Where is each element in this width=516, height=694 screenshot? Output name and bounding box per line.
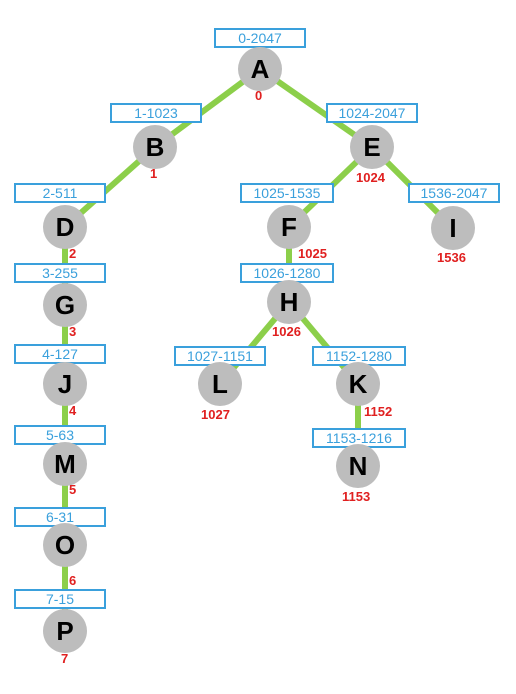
node-o: O xyxy=(43,523,87,567)
node-e: E xyxy=(350,125,394,169)
index-label-f: 1025 xyxy=(298,246,327,261)
node-p: P xyxy=(43,609,87,653)
range-label-f: 1025-1535 xyxy=(240,183,334,203)
node-m: M xyxy=(43,442,87,486)
index-label-b: 1 xyxy=(150,166,158,181)
range-label-i: 1536-2047 xyxy=(408,183,500,203)
index-label-k: 1152 xyxy=(364,404,393,419)
index-label-a: 0 xyxy=(255,88,263,103)
node-k: K xyxy=(336,362,380,406)
range-label-n: 1153-1216 xyxy=(312,428,406,448)
index-label-g: 3 xyxy=(69,324,77,339)
index-label-o: 6 xyxy=(69,573,77,588)
range-label-p: 7-15 xyxy=(14,589,106,609)
node-i: I xyxy=(431,206,475,250)
node-f: F xyxy=(267,205,311,249)
range-label-g: 3-255 xyxy=(14,263,106,283)
index-label-p: 7 xyxy=(61,651,69,666)
range-label-d: 2-511 xyxy=(14,183,106,203)
index-label-i: 1536 xyxy=(437,250,466,265)
node-a: A xyxy=(238,47,282,91)
node-j: J xyxy=(43,362,87,406)
index-label-j: 4 xyxy=(69,403,77,418)
range-label-b: 1-1023 xyxy=(110,103,202,123)
node-n: N xyxy=(336,444,380,488)
range-label-a: 0-2047 xyxy=(214,28,306,48)
index-label-e: 1024 xyxy=(356,170,385,185)
node-g: G xyxy=(43,283,87,327)
node-h: H xyxy=(267,280,311,324)
index-label-l: 1027 xyxy=(201,407,230,422)
range-label-k: 1152-1280 xyxy=(312,346,406,366)
node-l: L xyxy=(198,362,242,406)
range-label-j: 4-127 xyxy=(14,344,106,364)
range-label-e: 1024-2047 xyxy=(326,103,418,123)
node-d: D xyxy=(43,205,87,249)
index-label-d: 2 xyxy=(69,246,77,261)
index-label-h: 1026 xyxy=(272,324,301,339)
index-label-m: 5 xyxy=(69,482,77,497)
node-b: B xyxy=(133,125,177,169)
index-label-n: 1153 xyxy=(342,489,371,504)
